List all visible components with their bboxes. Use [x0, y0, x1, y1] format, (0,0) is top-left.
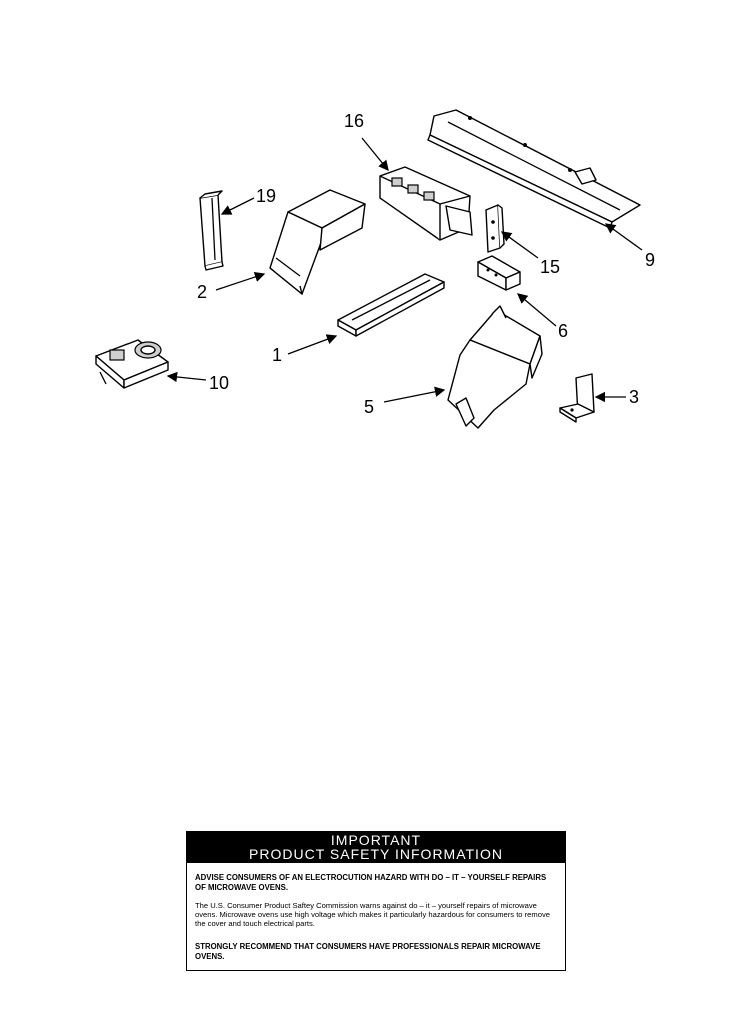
notice-header: IMPORTANT PRODUCT SAFETY INFORMATION: [187, 832, 565, 863]
callout-16: 16: [344, 111, 364, 131]
safety-notice-box: IMPORTANT PRODUCT SAFETY INFORMATION ADV…: [186, 831, 566, 971]
callout-9: 9: [645, 250, 655, 270]
leader-1: [287, 334, 338, 355]
part-3-bracket: [559, 373, 595, 423]
leader-2: [215, 271, 266, 291]
notice-title-important: IMPORTANT: [330, 832, 422, 848]
callout-2: 2: [197, 282, 207, 302]
leader-10: [166, 371, 207, 383]
leader-15: [500, 231, 539, 259]
callout-1: 1: [272, 345, 282, 365]
leader-19: [220, 197, 255, 215]
notice-advise-text: ADVISE CONSUMERS OF AN ELECTROCUTION HAZ…: [195, 873, 547, 892]
part-15-clip: [485, 204, 505, 253]
leader-5: [383, 386, 446, 403]
leader-6: [517, 293, 557, 327]
part-19-bracket: [199, 190, 224, 271]
callout-3: 3: [629, 387, 639, 407]
callout-15: 15: [540, 257, 560, 277]
leader-9: [604, 223, 643, 251]
callout-19: 19: [256, 186, 276, 206]
part-2-duct: [269, 189, 366, 295]
notice-body: ADVISE CONSUMERS OF AN ELECTROCUTION HAZ…: [187, 863, 565, 961]
callout-6: 6: [558, 321, 568, 341]
part-1-plate: [337, 273, 445, 337]
part-9-panel: [427, 109, 641, 229]
notice-title-product-safety: PRODUCT SAFETY INFORMATION: [249, 846, 503, 862]
notice-paragraph: The U.S. Consumer Product Saftey Commiss…: [195, 901, 550, 928]
part-5-shroud: [447, 305, 543, 429]
exploded-parts-diagram: 16 19 9 2 15 6 1 10 5 3: [95, 109, 655, 429]
notice-recommend-text: STRONGLY RECOMMEND THAT CONSUMERS HAVE P…: [195, 942, 541, 961]
part-10-motor: [95, 339, 169, 389]
callout-10: 10: [209, 373, 229, 393]
leader-16: [361, 137, 389, 172]
part-16-assembly: [379, 166, 473, 241]
part-6-block: [477, 255, 521, 291]
callout-5: 5: [364, 397, 374, 417]
